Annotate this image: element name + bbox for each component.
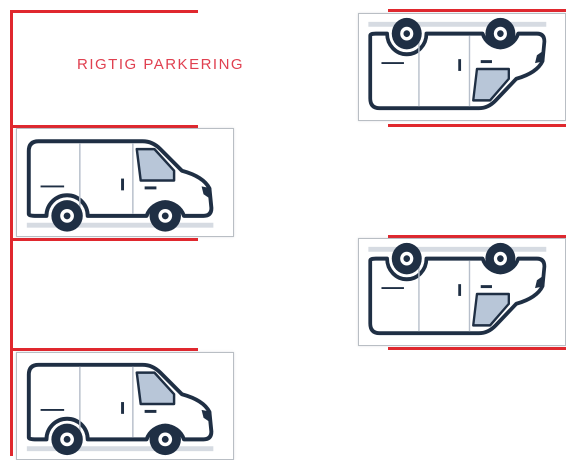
left-bay-line-4 <box>10 348 198 351</box>
page-title: RIGTIG PARKERING <box>77 56 244 73</box>
van-image-right-bottom-flipped <box>358 238 566 346</box>
van-icon <box>17 353 233 459</box>
van-image-left-top <box>16 128 234 237</box>
left-bay-line-1 <box>10 10 198 13</box>
left-bay-divider-line <box>10 10 13 456</box>
van-icon <box>359 239 565 345</box>
right-bay-line-1 <box>388 9 566 12</box>
van-image-right-top-flipped <box>358 13 566 121</box>
right-bay-line-2 <box>388 124 566 127</box>
right-bay-line-4 <box>388 347 566 350</box>
van-image-left-bottom <box>16 352 234 460</box>
left-bay-line-3 <box>10 238 198 241</box>
van-icon <box>17 129 233 236</box>
van-icon <box>359 14 565 120</box>
